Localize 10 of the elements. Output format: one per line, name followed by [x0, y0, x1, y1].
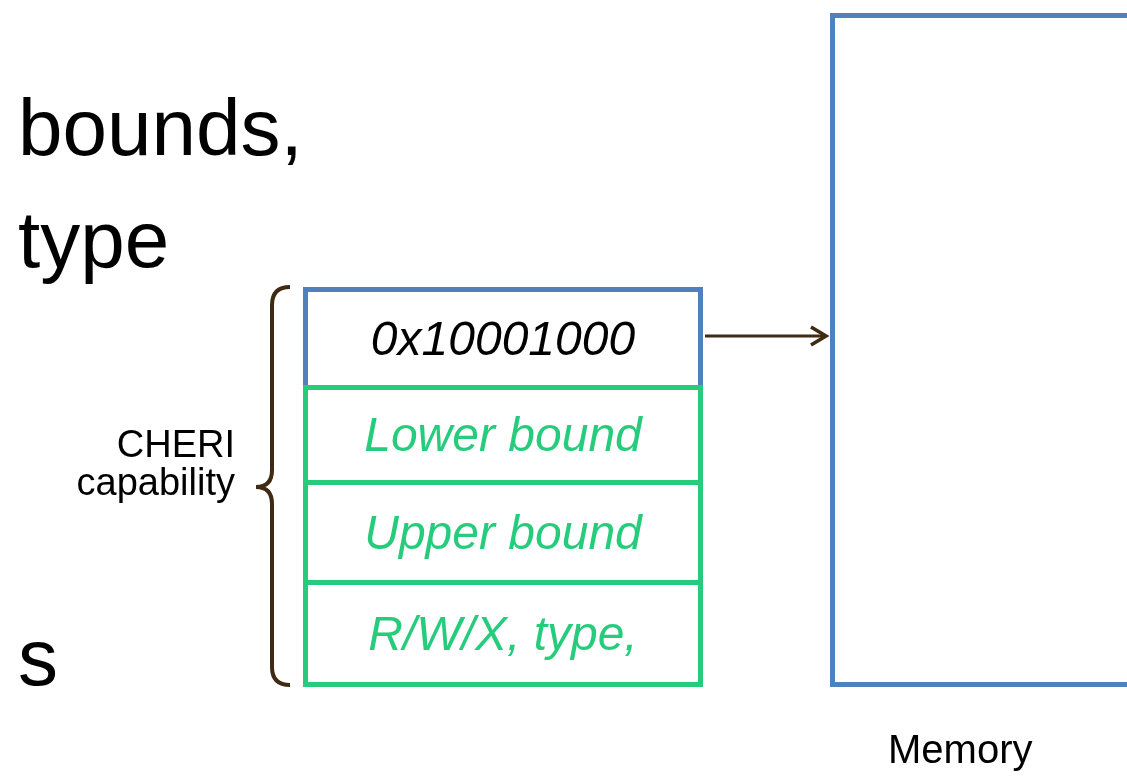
bound-cell: Lower bound: [303, 385, 703, 485]
bound-cell: Upper bound: [303, 485, 703, 585]
address-cell: 0x10001000: [303, 287, 703, 385]
permissions-cell: R/W/X, type,: [303, 585, 703, 687]
memory-box: [830, 13, 1127, 687]
arrow: [705, 325, 828, 347]
label-text: s: [18, 618, 58, 698]
label-text: bounds,: [18, 88, 303, 168]
memory-caption: Memory: [888, 729, 1033, 769]
label-text: CHERI capability: [75, 425, 235, 501]
